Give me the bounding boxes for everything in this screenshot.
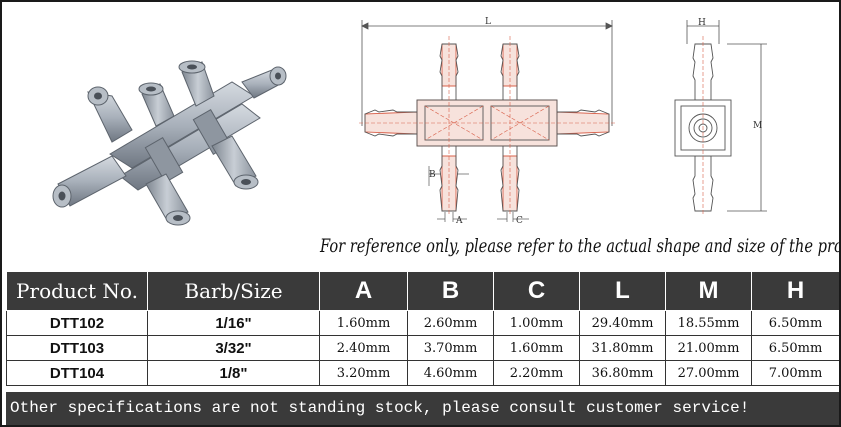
header-l: L: [579, 271, 666, 311]
barb-up-right: [178, 60, 215, 107]
header-a: A: [319, 271, 408, 311]
footer-notice: Other specifications are not standing st…: [6, 392, 839, 425]
reference-disclaimer: For reference only, please refer to the …: [320, 235, 841, 257]
cell-barb-size: 1/16": [147, 310, 320, 336]
fitting-3d-render: [52, 60, 287, 226]
table-row: DTT104 1/8" 3.20mm 4.60mm 2.20mm 36.80mm…: [6, 360, 839, 386]
cell-m: 27.00mm: [665, 360, 752, 386]
cell-a: 3.20mm: [319, 360, 408, 386]
barb-left-lower: [52, 155, 127, 208]
cell-l: 31.80mm: [579, 335, 666, 361]
cell-b: 3.70mm: [407, 335, 494, 361]
barb-down-right: [211, 135, 259, 190]
spec-table: Product No. Barb/Size A B C L M H DTT102…: [6, 271, 839, 386]
header-product-no: Product No.: [6, 271, 148, 311]
front-view-drawing: L: [359, 17, 615, 226]
dim-label-l: L: [485, 17, 491, 27]
dim-label-m: M: [753, 121, 762, 131]
table-row: DTT102 1/16" 1.60mm 2.60mm 1.00mm 29.40m…: [6, 310, 839, 336]
header-m: M: [665, 271, 752, 311]
barb-up-left: [138, 82, 175, 127]
header-b: B: [407, 271, 494, 311]
cell-c: 1.60mm: [493, 335, 580, 361]
cell-c: 1.00mm: [493, 310, 580, 336]
barb-right-upper: [241, 66, 287, 99]
cell-a: 1.60mm: [319, 310, 408, 336]
header-c: C: [493, 271, 580, 311]
cell-h: 6.50mm: [751, 310, 839, 336]
barb-left-upper: [87, 86, 133, 143]
cell-barb-size: 3/32": [147, 335, 320, 361]
cell-product-no: DTT103: [6, 335, 148, 361]
cell-l: 29.40mm: [579, 310, 666, 336]
header-h: H: [751, 271, 839, 311]
cell-h: 6.50mm: [751, 335, 839, 361]
table-row: DTT103 3/32" 2.40mm 3.70mm 1.60mm 31.80m…: [6, 335, 839, 361]
cell-barb-size: 1/8": [147, 360, 320, 386]
cell-a: 2.40mm: [319, 335, 408, 361]
table-header-row: Product No. Barb/Size A B C L M H: [6, 271, 839, 311]
cell-h: 7.00mm: [751, 360, 839, 386]
cell-l: 36.80mm: [579, 360, 666, 386]
side-view-drawing: H M: [674, 18, 767, 216]
cell-m: 21.00mm: [665, 335, 752, 361]
cell-product-no: DTT102: [6, 310, 148, 336]
dim-label-b: B: [429, 170, 436, 180]
dim-label-h: H: [698, 18, 706, 28]
dim-label-a: A: [455, 216, 463, 226]
cell-m: 18.55mm: [665, 310, 752, 336]
cell-c: 2.20mm: [493, 360, 580, 386]
header-barb-size: Barb/Size: [147, 271, 320, 311]
cell-product-no: DTT104: [6, 360, 148, 386]
cell-b: 4.60mm: [407, 360, 494, 386]
cell-b: 2.60mm: [407, 310, 494, 336]
barb-down-left: [145, 173, 191, 226]
dim-label-c: C: [516, 216, 523, 226]
